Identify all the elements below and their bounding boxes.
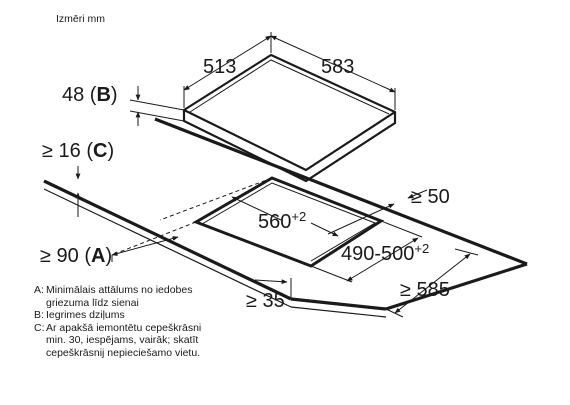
- hob-depth-dimension: [270, 35, 396, 110]
- legend-key-a: A: [34, 284, 42, 296]
- cutout-width-arrow-left: [231, 196, 282, 221]
- hob-height-dimension: [129, 86, 185, 126]
- wall-distance-dimension: [111, 236, 179, 262]
- cutout-depth-dimension: [310, 220, 423, 283]
- legend-text-c: Ar apakšā iemontētu cepeškrāsni min. 30,…: [46, 321, 202, 359]
- units-label: Izmēri mm: [56, 13, 105, 25]
- front-gap-label: ≥ 35: [246, 290, 285, 312]
- legend-text-a: Minimālais attālums no iedobes griezuma …: [46, 284, 193, 309]
- min-below-label: ≥ 16 (C): [42, 140, 114, 162]
- hob-depth-label: 583: [321, 56, 354, 78]
- worktop-depth-dimension: [385, 248, 479, 318]
- cutout-width-label: 560+2: [258, 209, 306, 233]
- front-gap-dimension: [254, 278, 292, 299]
- hob-height-label: 48 (B): [62, 84, 118, 106]
- legend-text-b: Iegrimes dziļums: [46, 309, 125, 322]
- wall-distance-label: ≥ 90 (A): [40, 245, 112, 267]
- cutout-depth-label: 490-500+2: [341, 241, 429, 265]
- legend-key-c: C: [34, 321, 42, 334]
- legend-item-b: B: Iegrimes dziļums: [34, 309, 264, 322]
- worktop-depth-label: ≥ 585: [400, 279, 450, 301]
- cutout-back-projection: [159, 177, 273, 221]
- right-gap-label: ≥ 50: [411, 186, 450, 208]
- hob-width-label: 513: [203, 56, 236, 78]
- right-gap-dimension: [327, 189, 428, 235]
- legend-item-a: A: Minimālais attālums no iedobes griezu…: [34, 284, 264, 309]
- legend-key-b: B: [34, 309, 42, 322]
- cutout-width-arrow-right: [310, 222, 339, 237]
- legend: A: Minimālais attālums no iedobes griezu…: [34, 284, 264, 360]
- legend-item-c: C: Ar apakšā iemontētu cepeškrāsni min. …: [34, 322, 264, 360]
